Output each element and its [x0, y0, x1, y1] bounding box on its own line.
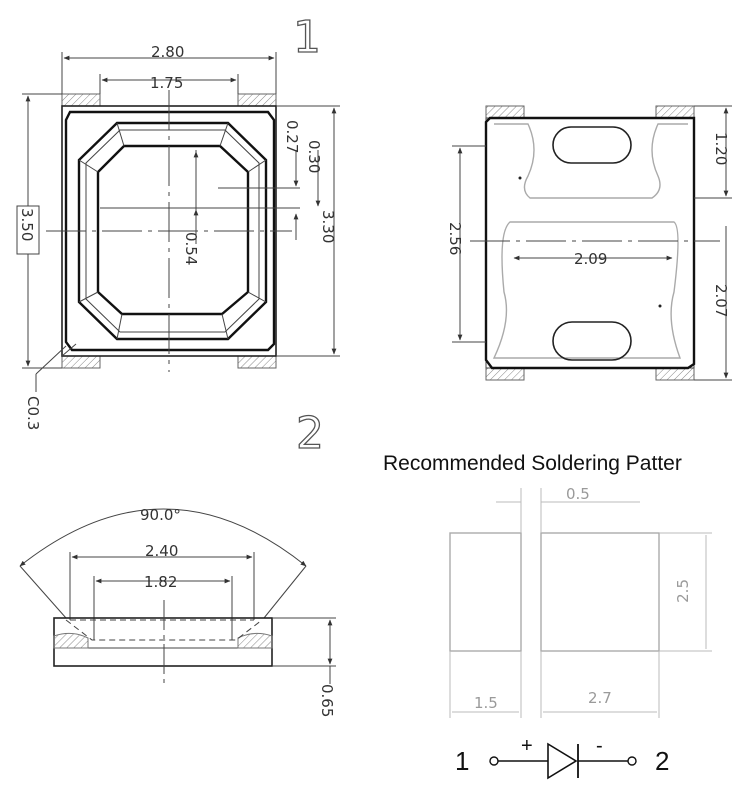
view-label-1: 1	[293, 12, 321, 63]
dim-lens-outer: 2.40	[145, 542, 178, 560]
terminal-dot-right	[627, 756, 637, 766]
dim-small-pad-width: 1.5	[474, 694, 498, 712]
soldering-pattern: Recommended Soldering Patter 0.5 2.5 1.5…	[383, 452, 712, 718]
anode-sign: +	[521, 735, 533, 757]
dim-pad-height: 2.5	[674, 579, 692, 603]
dim-gap: 0.5	[566, 485, 590, 503]
dim-offset-b: 0.30	[305, 140, 323, 173]
terminal-hatch	[237, 93, 277, 107]
diode-triangle	[547, 742, 578, 780]
pin-2-label: 2	[655, 746, 669, 776]
upper-pad-slot	[552, 126, 632, 164]
dim-angle: 90.0°	[140, 506, 181, 524]
terminal-hatch	[61, 355, 101, 369]
dim-center-offset: 0.54	[182, 232, 200, 265]
dim-large-pad-width: 2.7	[588, 689, 612, 707]
dim-height: 3.50	[18, 208, 36, 241]
dim-thickness: 0.65	[318, 684, 336, 717]
dim-width: 2.80	[151, 43, 184, 61]
dim-offset-a: 0.27	[283, 120, 301, 153]
dim-lens-inner: 1.82	[144, 573, 177, 591]
cathode-sign: -	[596, 735, 603, 757]
bottom-view: 1.20 2.56 2.09 2.07	[446, 105, 732, 381]
view-label-2: 2	[296, 408, 324, 459]
dim-inner-width: 1.75	[150, 74, 183, 92]
terminal-hatch	[61, 93, 101, 107]
bottom-body	[485, 117, 695, 369]
dim-inner-height: 3.30	[319, 210, 337, 243]
terminal-dot-left	[489, 756, 499, 766]
top-view: 1 2.80	[16, 11, 340, 430]
package-inner-outline	[64, 110, 276, 352]
side-view: 2 90.0° 2.40 1.82 0.65	[19, 407, 336, 717]
dim-pad-width: 2.09	[574, 250, 607, 268]
angle-arc	[19, 508, 307, 567]
dim-pad-top: 1.20	[712, 132, 730, 165]
dim-pad-span: 2.56	[446, 222, 464, 255]
pin-1-label: 1	[455, 746, 469, 776]
polarity-symbol: 1 + - 2	[455, 735, 669, 780]
solder-pad-small	[449, 532, 522, 652]
solder-pad-large	[540, 532, 660, 652]
dim-chamfer: C0.3	[24, 396, 42, 430]
cavity-inner	[96, 144, 250, 316]
soldering-title: Recommended Soldering Patter	[383, 452, 682, 475]
terminal-hatch	[237, 355, 277, 369]
lower-pad-slot	[552, 321, 632, 361]
dim-pad-bottom: 2.07	[712, 284, 730, 317]
